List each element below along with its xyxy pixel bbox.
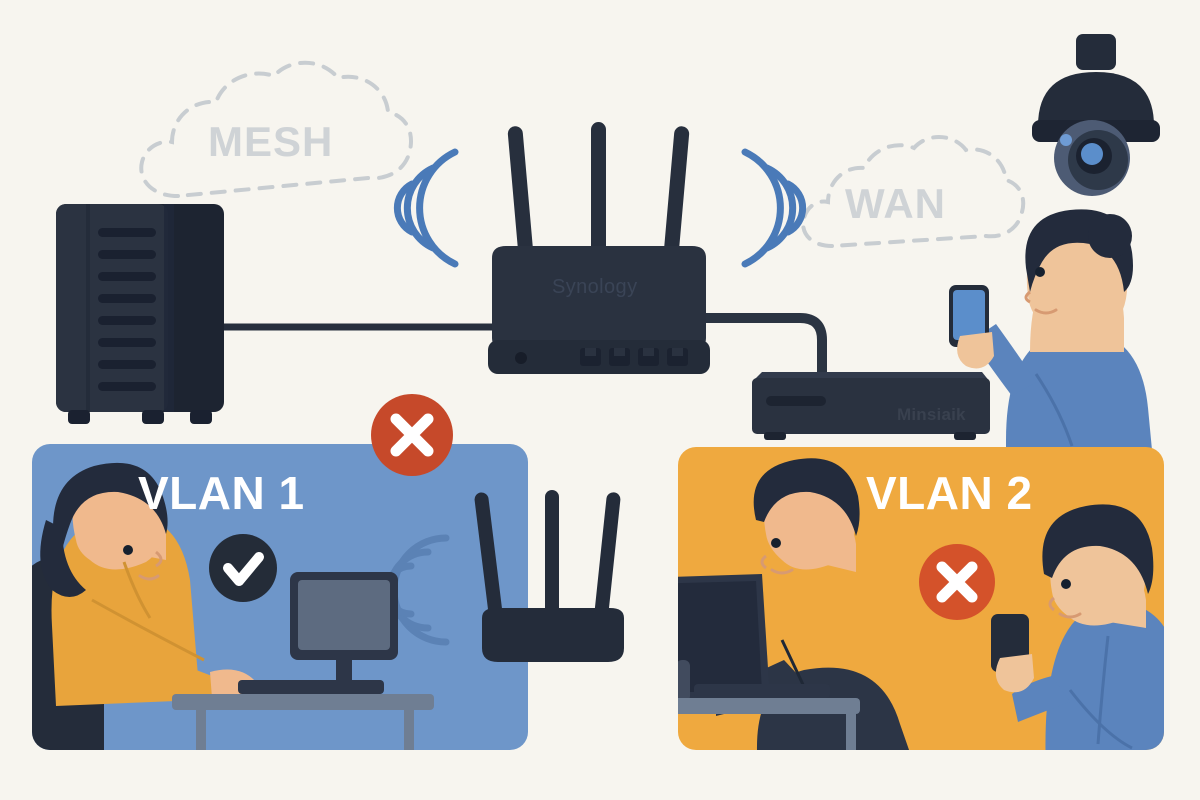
vlan1-contents (32, 462, 450, 750)
vlan2-person-fold (1068, 689, 1133, 750)
vlan2-person-hand (995, 654, 1034, 693)
monitor-stand-neck (336, 660, 352, 686)
vlan1-woman-arm (66, 620, 230, 700)
stb-slot (766, 396, 826, 406)
vlan2-man-nose (760, 554, 767, 570)
synology-router (488, 122, 710, 374)
laptop-hinge (678, 660, 690, 702)
check-icon (223, 552, 264, 586)
vlan1-desk-top (172, 694, 434, 710)
nas-foot (190, 410, 212, 424)
vlan1-woman-hair-back (40, 520, 86, 597)
set-top-box (752, 372, 990, 440)
nas-foot (142, 410, 164, 424)
nas-vents (98, 228, 156, 391)
cross-icon (936, 561, 978, 603)
mesh-wifi-signal (393, 148, 459, 268)
woman-at-desk-vlan1 (32, 462, 258, 750)
panel-vlan2 (678, 447, 1164, 750)
vlan2-man-hair (753, 458, 860, 536)
vlan2-person-eye (1061, 579, 1071, 589)
vlan2-person-body-fold (1096, 635, 1110, 745)
router-lan-ports (580, 348, 688, 366)
vlan1-desk-leg (404, 710, 414, 750)
vlan1-woman-mouth (138, 574, 160, 581)
secondary-router-body (482, 608, 624, 662)
vlan2-desk-top (678, 698, 860, 714)
wan-cloud (801, 134, 1026, 249)
stb-body (752, 378, 990, 434)
vlan2-contents (678, 458, 1164, 750)
vlan2-person-hair (1042, 504, 1154, 594)
vlan2-keyboard (694, 684, 830, 698)
secondary-router-antennas (474, 490, 621, 628)
router-body (492, 246, 706, 348)
woman-top-sleeve-fold (1034, 373, 1074, 447)
vlan2-laptop (678, 574, 860, 750)
wan-wifi-signal (741, 148, 807, 268)
woman-top-eye (1035, 267, 1045, 277)
woman-top-body (1006, 329, 1152, 450)
vlan2-person-mouth (1058, 612, 1082, 619)
badge-blocked-inter-vlan (371, 394, 453, 476)
person-with-phone-vlan2 (991, 504, 1164, 750)
vlan1-woman-eye (123, 545, 133, 555)
camera-housing (1038, 72, 1154, 126)
vlan1-sleeve-fold (91, 598, 205, 662)
woman-top-hand (957, 332, 994, 369)
phone-top-screen (953, 290, 985, 340)
woman-top-mouth (1034, 308, 1058, 315)
panel-vlan1 (32, 444, 528, 750)
router-antennas (507, 122, 690, 282)
vlan2-desk-leg (846, 714, 856, 750)
vlan2-man-eye (771, 538, 781, 548)
badge-vlan2-blocked (919, 544, 995, 620)
vlan2-man-mouth (770, 568, 794, 575)
vlan1-collar-fold (122, 561, 152, 619)
cable-router-to-stb (695, 313, 827, 393)
vlan1-desk-leg (196, 710, 206, 750)
vlan1-woman-hair (53, 462, 168, 562)
stb-foot (764, 432, 786, 440)
cross-icon (390, 413, 434, 457)
vlan2-person-nose (1048, 596, 1055, 612)
woman-with-phone-top-right (949, 209, 1152, 450)
secondary-router (474, 490, 624, 662)
vlan1-keyboard (238, 680, 384, 694)
camera-lens (1081, 143, 1103, 165)
vlan2-person-body (1045, 602, 1164, 750)
woman-top-nose (1024, 290, 1031, 304)
wan-cloud-outline (801, 134, 1026, 249)
camera-ir-led (1060, 134, 1072, 146)
woman-top-hair-bun (1088, 214, 1132, 258)
nas-server (56, 204, 224, 424)
mesh-cloud-outline (139, 60, 413, 199)
router-led (515, 352, 527, 364)
stb-foot (954, 432, 976, 440)
nas-foot (68, 410, 90, 424)
mesh-cloud (139, 60, 413, 199)
dome-security-camera (1032, 34, 1160, 196)
badge-vlan1-allowed (209, 534, 277, 602)
vlan1-woman-nose (155, 550, 163, 568)
